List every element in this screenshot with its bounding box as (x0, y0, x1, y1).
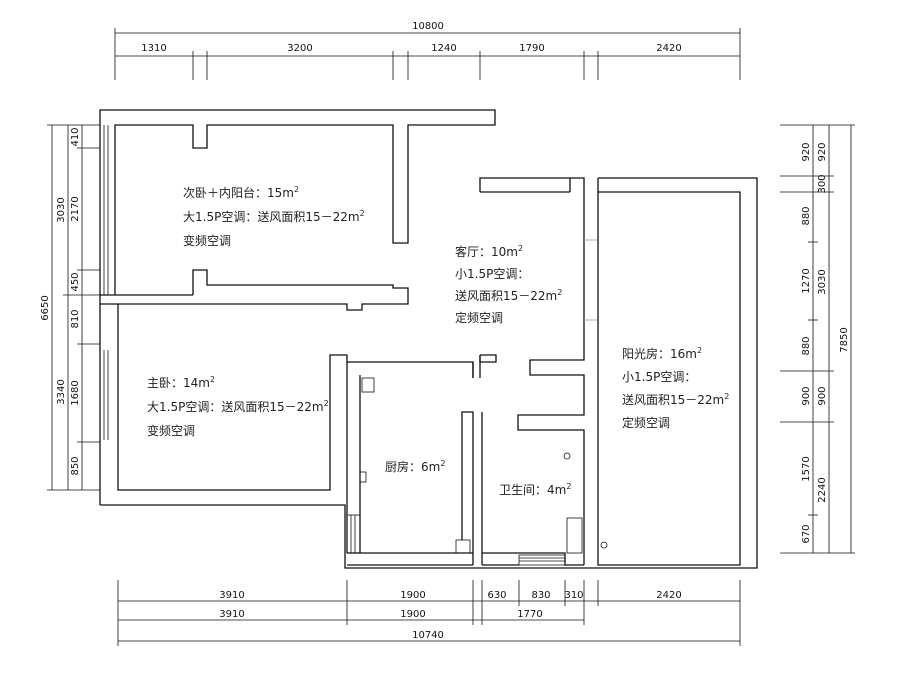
room-second-bedroom: 次卧＋内阳台：15m2 大1.5P空调：送风面积15－22m2 变频空调 (183, 185, 365, 248)
dim-left-mid-1: 3030 (56, 197, 67, 222)
dim-top-1: 1310 (141, 43, 166, 54)
room-name-master-bedroom: 主卧：14m2 (147, 375, 215, 390)
room-name-second-bedroom: 次卧＋内阳台：15m2 (183, 185, 299, 200)
fixtures (346, 239, 608, 566)
dim-left-total: 6650 (40, 295, 51, 320)
room-ac-master-bedroom: 大1.5P空调：送风面积15－22m2 (147, 399, 329, 414)
wall-living-east (479, 177, 585, 565)
room-master-bedroom: 主卧：14m2 大1.5P空调：送风面积15－22m2 变频空调 (147, 375, 329, 438)
dim-bottom-3: 630 (487, 590, 506, 601)
dim-right-mid-4: 900 (817, 386, 828, 405)
dim-right-inner-7: 670 (801, 524, 812, 543)
dim-bottom-1: 3910 (219, 590, 244, 601)
room-ac-sunroom: 小1.5P空调： (622, 370, 696, 384)
dim-right-inner-5: 900 (801, 386, 812, 405)
dim-bottom-row2-3: 1770 (517, 609, 542, 620)
kitchen-door-frame (346, 514, 361, 554)
sunroom-drain-icon (600, 541, 608, 549)
walls (99, 109, 758, 569)
wall-second-bedroom-outer (99, 109, 496, 295)
dim-left-inner-4: 810 (70, 309, 81, 328)
dim-top-5: 2420 (656, 43, 681, 54)
room-name-living: 客厅：10m2 (455, 244, 523, 259)
wall-sunroom-inner (597, 178, 741, 566)
room-ac-type-living: 定频空调 (455, 310, 503, 325)
dim-top-4: 1790 (519, 43, 544, 54)
room-ac-living: 小1.5P空调： (455, 267, 529, 281)
room-ac-type-second-bedroom: 变频空调 (183, 233, 231, 248)
dim-left-inner-1: 410 (70, 127, 81, 146)
dim-right-inner-6: 1570 (801, 456, 812, 481)
dim-right-mid-1: 920 (817, 142, 828, 161)
room-bathroom: 卫生间：4m2 (499, 482, 571, 497)
wall-outer-south-east (100, 177, 758, 569)
wall-bathroom (481, 412, 584, 566)
dim-bottom-2: 1900 (400, 590, 425, 601)
dim-right-inner-2: 880 (801, 206, 812, 225)
dim-right-inner-4: 880 (801, 336, 812, 355)
dim-right-inner-1: 920 (801, 142, 812, 161)
dim-left-inner-3: 450 (70, 272, 81, 291)
dim-right-inner-3: 1270 (801, 268, 812, 293)
bathroom-window (518, 554, 566, 566)
dim-left-mid-2: 3340 (56, 379, 67, 404)
kitchen-corner-fixture (361, 377, 375, 393)
dim-right-mid-5: 2240 (817, 477, 828, 502)
room-living: 客厅：10m2 小1.5P空调： 送风面积15－22m2 定频空调 (455, 244, 562, 325)
left-dimensions: 6650 3030 3340 410 2170 450 810 1680 850 (40, 124, 100, 491)
dim-top-3: 1240 (431, 43, 456, 54)
bathroom-drain-icon (563, 452, 571, 460)
dim-bottom-row2-1: 3910 (219, 609, 244, 620)
dim-bottom-row2-2: 1900 (400, 609, 425, 620)
bottom-dimensions: 3910 1900 630 830 310 2420 3910 1900 177… (117, 580, 741, 646)
room-ac-type-master-bedroom: 变频空调 (147, 423, 195, 438)
right-dimensions: 7850 920 300 3030 900 2240 920 880 1270 … (780, 124, 855, 554)
dim-left-inner-2: 2170 (70, 196, 81, 221)
dim-bottom-6: 2420 (656, 590, 681, 601)
room-kitchen: 厨房：6m2 (385, 459, 445, 474)
room-ac-area-sunroom: 送风面积15－22m2 (622, 392, 729, 407)
dim-top-total: 10800 (412, 21, 444, 32)
dim-right-total: 7850 (839, 327, 850, 352)
dim-bottom-5: 310 (564, 590, 583, 601)
room-ac-area-living: 送风面积15－22m2 (455, 288, 562, 303)
dim-left-inner-6: 850 (70, 456, 81, 475)
room-ac-second-bedroom: 大1.5P空调：送风面积15－22m2 (183, 209, 365, 224)
wall-bedroom-divider (117, 269, 474, 491)
dim-top-2: 3200 (287, 43, 312, 54)
dim-bottom-4: 830 (531, 590, 550, 601)
room-name-bathroom: 卫生间：4m2 (499, 482, 571, 497)
room-sunroom: 阳光房：16m2 小1.5P空调： 送风面积15－22m2 定频空调 (622, 346, 729, 430)
dim-left-inner-5: 1680 (70, 380, 81, 405)
dim-right-mid-3: 3030 (817, 269, 828, 294)
room-name-kitchen: 厨房：6m2 (385, 459, 445, 474)
dim-right-mid-2: 300 (817, 174, 828, 193)
top-dimensions: 10800 1310 3200 1240 1790 2420 (114, 21, 741, 80)
room-name-sunroom: 阳光房：16m2 (622, 346, 702, 361)
kitchen-stove-fixture (455, 539, 471, 554)
dim-bottom-total: 10740 (412, 630, 444, 641)
bathroom-fixture (566, 517, 583, 554)
room-ac-type-sunroom: 定频空调 (622, 415, 670, 430)
